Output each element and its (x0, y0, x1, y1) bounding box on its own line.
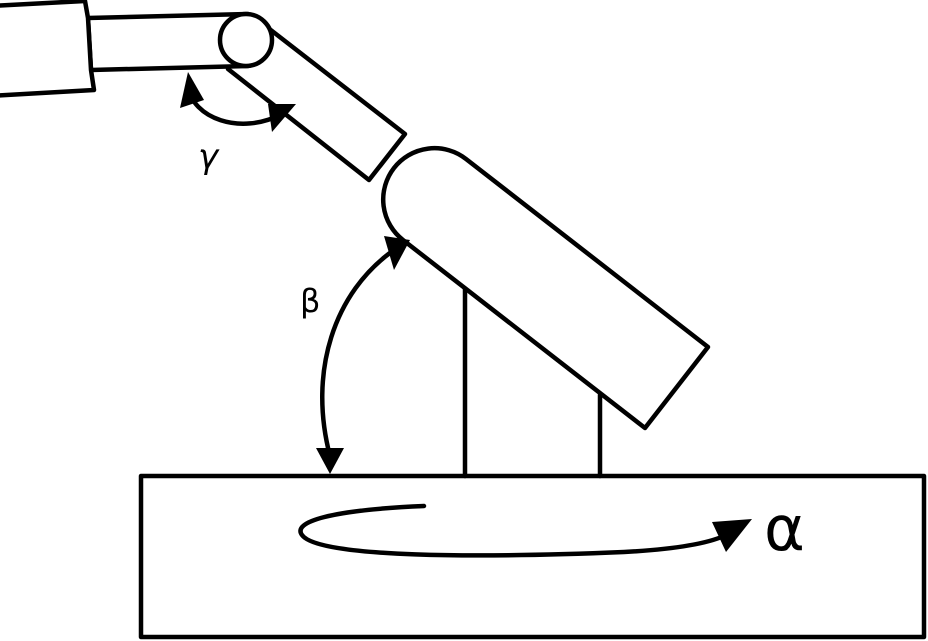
elbow-joint (217, 11, 275, 69)
beta-arrowhead-top (384, 236, 410, 270)
lower-arm (380, 145, 711, 431)
gamma-arrowhead-right (268, 104, 296, 132)
label-alpha: α (764, 492, 805, 565)
gamma-arrowhead-top (180, 72, 204, 108)
beta-arrowhead-bottom (316, 448, 344, 474)
alpha-arrow (298, 503, 727, 558)
alpha-arrowhead (712, 519, 752, 552)
beta-arrow (320, 247, 397, 459)
end-effector (0, 0, 97, 98)
label-gamma: γ (198, 137, 220, 177)
label-beta: β (300, 282, 320, 320)
